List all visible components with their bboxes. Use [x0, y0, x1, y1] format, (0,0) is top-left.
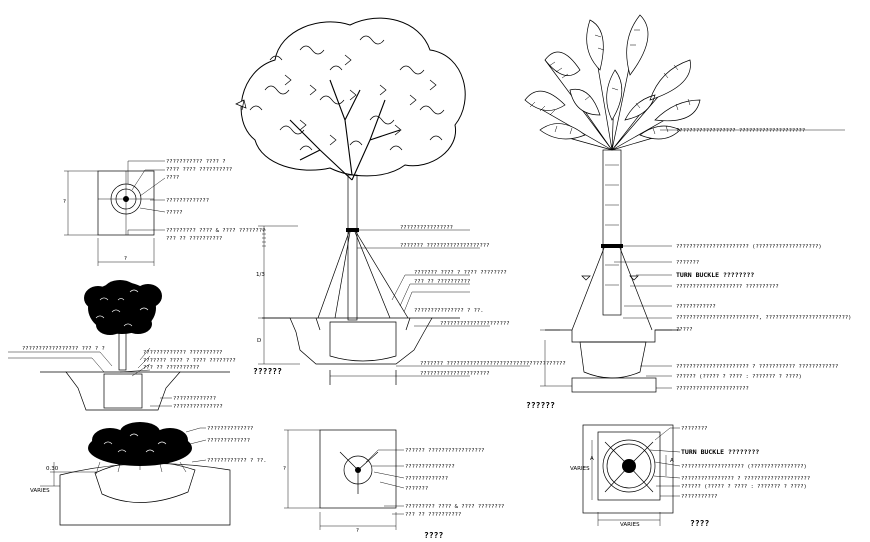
- hedge-dim-top: 0.30: [46, 466, 59, 472]
- plan-palm-callout-6: ???????????: [681, 494, 717, 500]
- tree-trunk: [347, 174, 358, 321]
- plan-small-dim-w: ?: [124, 256, 127, 262]
- tree-callout-3: ??????? ???? ? ???? ????????: [414, 270, 507, 276]
- tree-planting-pit: [289, 317, 433, 365]
- shrub-callout-5: ?????????????: [173, 396, 216, 402]
- plan-tree-caption: ????: [424, 531, 443, 540]
- hedge-dim-side: VARIES: [30, 488, 50, 494]
- plan-tree-dim-h: ?: [283, 466, 286, 472]
- palm-callout-7: ?????????????????????????, ?????????????…: [676, 315, 852, 321]
- plan-tree-detail: ? ? ?????? ????????????????? ???????????…: [283, 429, 504, 540]
- hedge-callout-3: ???????????? ? ??.: [207, 458, 267, 464]
- plan-small-callout-3: ????: [166, 175, 179, 181]
- plan-tree-stakes: [339, 451, 379, 494]
- shrub-callout-1: ????????????????? ??? ? ?: [22, 346, 105, 352]
- plan-palm-dim-a-left: A: [590, 456, 594, 462]
- tree-callout-6: ?????????????????????: [440, 321, 510, 327]
- tree-guy-wires: [315, 231, 411, 331]
- tree-callout-8: ?????????????????????: [420, 371, 490, 377]
- plan-small-detail: ? ? ??????????? ???? ? ???? ???? ???????…: [63, 159, 265, 266]
- plan-tree-pit: [319, 429, 397, 509]
- palm-callout-5: ???????????????????? ??????????: [676, 284, 779, 290]
- palm-root-ball: [579, 341, 647, 379]
- plan-palm-callout-1: ????????: [681, 426, 708, 432]
- hedge-soil-mound: [94, 461, 196, 503]
- plan-small-callout-6: ????????? ???? & ???? ????????: [166, 228, 265, 234]
- palm-section-detail: ?????????????????? ???????????????????? …: [524, 14, 852, 410]
- plan-tree-callout-6: ??? ?? ??????????: [405, 512, 461, 518]
- palm-callout-8: ?????: [676, 327, 693, 333]
- shrub-trunk: [118, 329, 127, 371]
- palm-callout-4: TURN BUCKLE ????????: [676, 271, 754, 279]
- palm-callout-10: ?????? (????? ? ???? : ??????? ? ????): [676, 374, 802, 380]
- plan-palm-stakes: [604, 441, 654, 493]
- plan-small-callout-2: ???? ???? ??????????: [166, 167, 232, 173]
- plan-tree-callout-4: ???????: [405, 486, 428, 492]
- palm-fronds: [524, 14, 701, 151]
- plan-palm-pit: [597, 431, 661, 501]
- tree-dim-depth: D: [257, 338, 261, 344]
- plan-small-callout-1: ??????????? ???? ?: [166, 159, 226, 165]
- palm-trunk: [602, 149, 622, 316]
- tree-callout-5: ??????????????? ? ??.: [414, 308, 484, 314]
- tree-root-ball: [329, 321, 397, 362]
- palm-section-caption: ??????: [526, 401, 555, 410]
- shrub-section-detail: ????????????????? ??? ? ? ????????????? …: [8, 280, 236, 411]
- shrub-root-ball: [103, 373, 143, 409]
- plan-tree-callout-1: ?????? ?????????????????: [405, 448, 484, 454]
- hedge-callout-1: ??????????????: [207, 426, 253, 432]
- plan-palm-callout-3: ??????????????????? (????????????????): [681, 464, 807, 470]
- palm-callout-3: ???????: [676, 260, 699, 266]
- palm-base-layer: [571, 377, 657, 393]
- tree-callout-7: ??????? ????????????????????????????????…: [420, 361, 566, 367]
- plan-palm-callout-2: TURN BUCKLE ????????: [681, 448, 759, 456]
- plan-tree-callout-3: ?????????????: [405, 476, 448, 482]
- palm-trunk-band: [601, 244, 623, 248]
- plan-tree-dim-w: ?: [356, 528, 359, 534]
- plan-tree-callout-5: ????????? ???? & ???? ????????: [405, 504, 504, 510]
- tree-dim-ratio: 1/3: [256, 272, 265, 278]
- palm-guy-wires: [571, 247, 653, 331]
- plan-palm-dim-side: VARIES: [570, 466, 590, 472]
- plan-small-callout-7: ??? ?? ??????????: [166, 236, 222, 242]
- shrub-callout-6: ???????????????: [173, 404, 223, 410]
- palm-callout-6: ????????????: [676, 304, 716, 310]
- shrub-callout-4: ??? ?? ??????????: [143, 365, 199, 371]
- tree-callout-4: ??? ?? ??????????: [414, 279, 470, 285]
- hedge-callout-2: ?????????????: [207, 438, 250, 444]
- plan-palm-callout-5: ?????? (????? ? ???? : ??????? ? ????): [681, 484, 807, 490]
- tree-trunk-band: [346, 228, 359, 232]
- hedge-ground: [59, 463, 231, 526]
- plan-palm-dim-bottom: VARIES: [620, 522, 640, 528]
- plan-palm-root-ball: [606, 443, 652, 489]
- plan-palm-callout-4: ???????????????? ? ????????????????????: [681, 476, 810, 482]
- tree-callout-2: ??????? ???????????????????: [400, 243, 489, 249]
- plan-tree-callout-2: ???????????????: [405, 464, 455, 470]
- plan-palm-detail: VARIES VARIES A A ???????? TURN BUCKLE ?…: [570, 424, 810, 528]
- hedge-section-detail: ?????????????? ????????????? ???????????…: [30, 422, 267, 526]
- tree-canopy: [235, 17, 466, 181]
- palm-callout-11: ??????????????????????: [676, 386, 749, 392]
- plan-small-callout-4: ?????????????: [166, 198, 209, 204]
- tree-section-detail: 1/3 D ???????????????? ??????? ?????????…: [235, 17, 566, 385]
- shrub-pit: [65, 371, 181, 411]
- plan-palm-dim-a-right: A: [670, 458, 674, 464]
- palm-callout-9: ?????????????????????? ? ??????????? ???…: [676, 364, 838, 370]
- plan-palm-caption: ????: [690, 519, 709, 528]
- tree-section-caption: ??????: [253, 367, 282, 376]
- shrub-callout-3: ??????? ???? ? ???? ????????: [143, 358, 236, 364]
- tree-callout-1: ????????????????: [400, 225, 453, 231]
- plan-small-callout-5: ?????: [166, 210, 183, 216]
- hedge-canopy: [88, 422, 192, 466]
- plan-small-dim-h: ?: [63, 199, 66, 205]
- shrub-canopy: [84, 280, 162, 335]
- palm-callout-1: ?????????????????? ????????????????????: [676, 128, 805, 134]
- palm-callout-2: ?????????????????????? (????????????????…: [676, 244, 822, 250]
- shrub-callout-2: ????????????? ??????????: [143, 350, 222, 356]
